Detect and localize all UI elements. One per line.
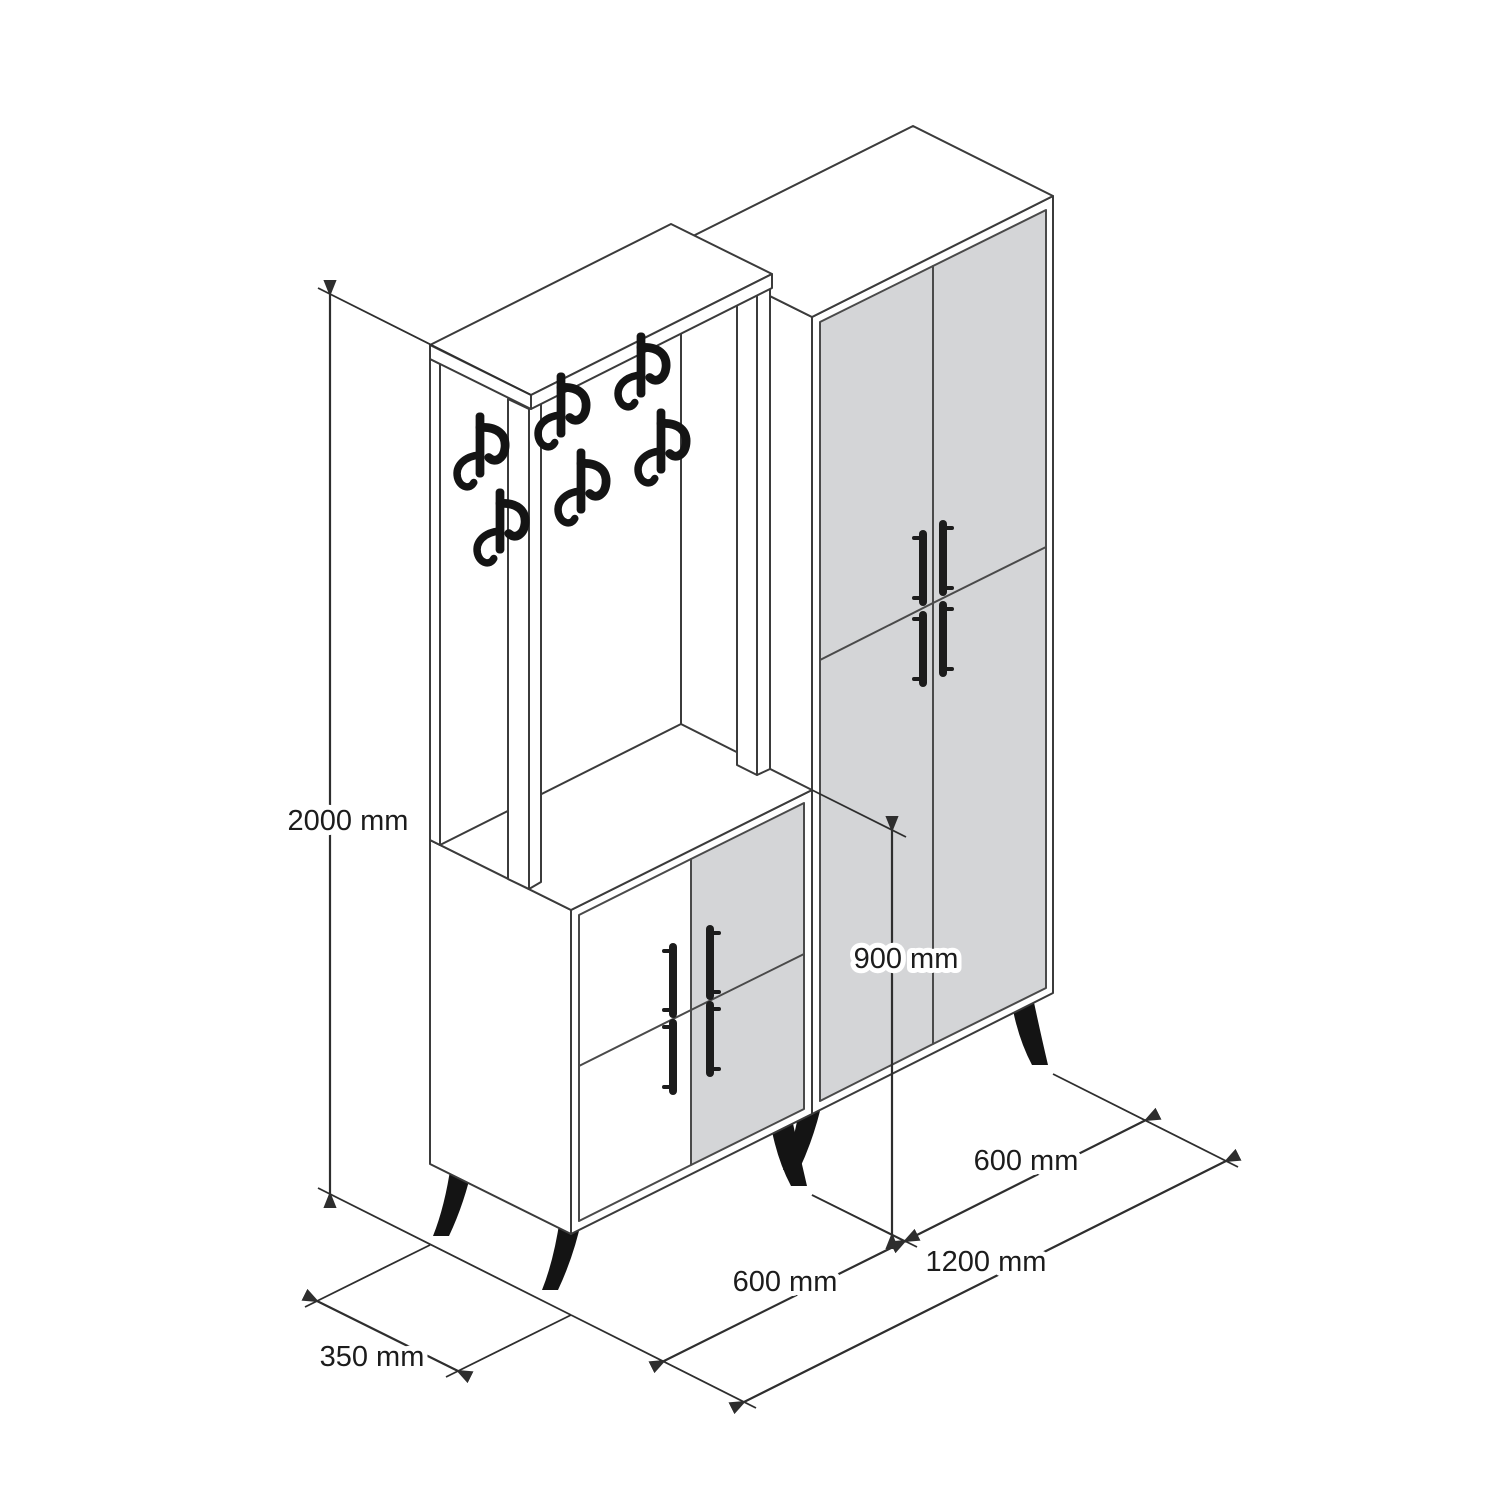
dim-line-right-cabinet-width xyxy=(889,1107,1162,1254)
tall-cabinet-door-left xyxy=(819,265,934,1102)
dimensions: 2000 mm 900 mm 600 mm 600 mm 1200 mm 350… xyxy=(283,279,1242,1415)
door-handle xyxy=(662,1019,677,1095)
dim-label-lower-cabinet-height: 900 mm xyxy=(854,943,959,975)
dim-line-total-width xyxy=(728,1148,1242,1415)
door-handle xyxy=(939,601,954,677)
dim-label-total-height: 2000 mm xyxy=(288,805,409,837)
dim-label-right-cabinet-width: 600 mm xyxy=(974,1145,1079,1177)
door-handle xyxy=(939,520,954,596)
extension-line xyxy=(811,1194,918,1248)
dim-line-depth xyxy=(301,1288,474,1384)
dim-line-left-cabinet-width xyxy=(648,1228,921,1374)
door-handle xyxy=(706,1001,721,1077)
extension-line xyxy=(317,1187,572,1316)
extension-line xyxy=(445,1314,572,1378)
shelf-upright-left xyxy=(507,398,542,890)
door-handle xyxy=(912,530,927,606)
hook-shelf xyxy=(429,223,773,410)
extension-line xyxy=(304,1244,431,1308)
door-handle xyxy=(706,925,721,1000)
shelf-upright-right xyxy=(736,283,771,776)
dim-label-left-cabinet-width: 600 mm xyxy=(733,1266,838,1298)
coat-rack-unit xyxy=(429,223,813,1290)
dim-label-depth: 350 mm xyxy=(320,1341,425,1373)
door-handle xyxy=(912,611,927,687)
tall-cabinet-door-right xyxy=(932,209,1047,1045)
coat-panel-side-edge xyxy=(429,358,441,846)
extension-line xyxy=(317,287,532,396)
door-handle xyxy=(662,943,677,1018)
dim-label-total-width: 1200 mm xyxy=(926,1246,1047,1278)
